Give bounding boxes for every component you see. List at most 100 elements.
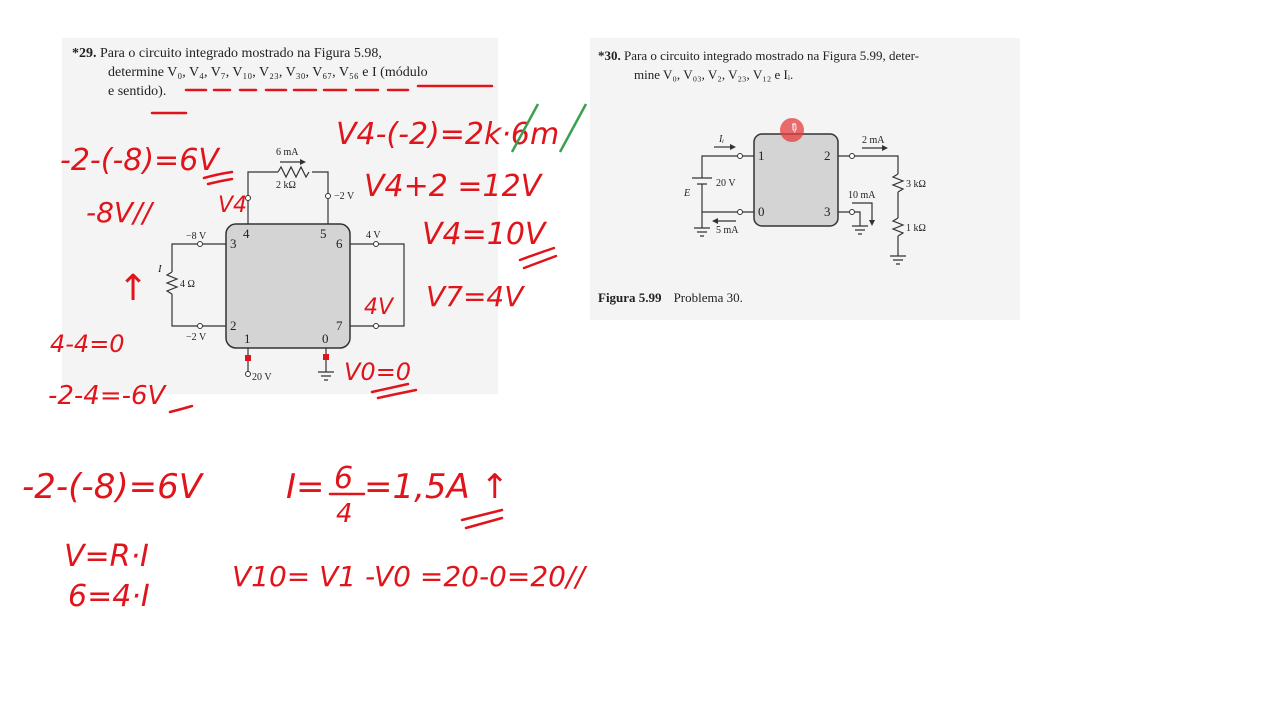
problem-30-line2: mine V₀, V₀₃, V₂, V₂₃, V₁₂ e Iᵢ.	[634, 67, 794, 82]
terminal	[737, 153, 743, 159]
label-minus2v-left: −2 V	[186, 332, 207, 343]
pin-6: 6	[336, 236, 343, 251]
circuit-5-98: 6 mA 2 kΩ −2 V −8 V −2 V 4 Ω I 4 V 20 V …	[157, 147, 405, 383]
label-4ohm: 4 Ω	[180, 279, 195, 290]
problem-29-number: *29.	[72, 46, 97, 61]
ink-mark	[245, 355, 251, 361]
ground-symbol	[694, 212, 710, 237]
arrow-10ma	[852, 202, 873, 220]
ground-symbol	[318, 348, 334, 381]
label-ii: Iᵢ	[718, 134, 724, 145]
label-i: I	[157, 263, 163, 275]
note-h13-num: 6	[334, 461, 353, 496]
resistor-3k	[891, 173, 905, 193]
wire	[247, 171, 278, 224]
problem-29-line1: Para o circuito integrado mostrado na Fi…	[100, 46, 382, 61]
label-10ma: 10 mA	[848, 190, 876, 201]
underlines	[150, 84, 494, 115]
terminal	[373, 323, 379, 329]
figure-caption-text: Problema 30.	[673, 290, 743, 305]
note-h2: -8V//	[86, 196, 155, 229]
pin-2: 2	[230, 318, 237, 333]
resistor-2k	[277, 165, 310, 179]
pin-7: 7	[336, 318, 343, 333]
wire	[171, 294, 226, 327]
pin-3-30: 3	[824, 204, 831, 219]
double-mark	[202, 170, 234, 186]
figure-caption-label: Figura 5.99	[598, 290, 662, 305]
terminal	[737, 209, 743, 215]
note-h16: V10= V1 -V0 =20-0=20//	[232, 560, 587, 593]
note-h11: -2-4=-6V	[48, 381, 168, 411]
note-h12: -2-(-8)=6V	[22, 467, 205, 507]
pencil-icon: ✎	[785, 119, 803, 137]
double-mark	[518, 246, 558, 270]
ground-symbol	[890, 236, 906, 265]
note-h7: V7=4V	[426, 280, 525, 313]
correction-strike	[510, 103, 588, 153]
pin3-ground	[838, 211, 868, 235]
problem-30-line1: Para o circuito integrado mostrado na Fi…	[624, 48, 920, 63]
pin-3: 3	[230, 236, 237, 251]
resistor-1k	[891, 217, 905, 237]
problem-30-number: *30.	[598, 48, 621, 63]
double-mark	[370, 382, 418, 400]
arrow-head	[869, 220, 875, 226]
double-mark	[460, 508, 504, 530]
label-20v-30: 20 V	[716, 178, 736, 189]
terminal	[197, 323, 203, 329]
pin-0: 0	[322, 331, 329, 346]
arrow-head	[300, 159, 306, 165]
wire	[838, 155, 899, 174]
terminal	[849, 209, 855, 215]
pin-1: 1	[244, 331, 251, 346]
arrow-head	[730, 144, 736, 150]
label-1k: 1 kΩ	[906, 223, 926, 234]
label-6ma: 6 mA	[276, 147, 299, 158]
underline-mark	[168, 404, 194, 414]
pin-1-30: 1	[758, 148, 765, 163]
ic-block	[225, 223, 351, 349]
pin-2-30: 2	[824, 148, 831, 163]
note-h13-result: =1,5A ↑	[364, 467, 509, 507]
wire	[171, 243, 226, 272]
terminal	[849, 153, 855, 159]
label-2k: 2 kΩ	[276, 180, 296, 191]
label-4v: 4 V	[366, 230, 381, 241]
note-h14: V=R·I	[64, 539, 149, 574]
note-h5: V4+2 =12V	[364, 169, 544, 204]
label-minus8v: −8 V	[186, 231, 207, 242]
pin-5: 5	[320, 226, 327, 241]
note-h13-den: 4	[336, 499, 353, 529]
terminal	[325, 193, 331, 199]
pen-cursor: ✎	[780, 118, 804, 142]
terminal	[373, 241, 379, 247]
terminal	[197, 241, 203, 247]
ink-mark	[323, 354, 329, 360]
battery-loop	[692, 155, 754, 213]
pin-0-30: 0	[758, 204, 765, 219]
note-h15: 6=4·I	[68, 579, 150, 614]
problem-29-text: *29. Para o circuito integrado mostrado …	[72, 44, 428, 101]
label-20v: 20 V	[252, 372, 272, 383]
handwriting: -2-(-8)=6V -8V// V4 V4-(-2)=2k·6m V4+2 =…	[22, 103, 588, 614]
note-h9: V0=0	[344, 358, 411, 386]
label-5ma: 5 mA	[716, 225, 739, 236]
note-h10: 4-4=0	[50, 330, 125, 358]
wire	[312, 171, 329, 224]
problem-30-text: *30. Para o circuito integrado mostrado …	[598, 46, 919, 84]
arrow-head	[712, 218, 718, 224]
pin-4: 4	[243, 226, 250, 241]
note-h8: 4V	[364, 295, 395, 320]
dash-underline	[184, 84, 494, 92]
circuit-5-99: Iᵢ E 20 V 5 mA 2 mA 3 kΩ 1 kΩ 10 mA 1 2 …	[683, 133, 926, 265]
problem-29-line2: determine V₀, V₄, V₇, V₁₀, V₂₃, V₃₀, V₆₇…	[108, 65, 428, 80]
note-h17: ↑	[118, 268, 148, 309]
note-h1: -2-(-8)=6V	[60, 143, 221, 178]
label-2ma: 2 mA	[862, 135, 885, 146]
label-minus2v-top: −2 V	[334, 191, 355, 202]
arrow-head	[882, 145, 888, 151]
note-h6: V4=10V	[422, 217, 548, 252]
resistor-4ohm	[165, 271, 179, 295]
